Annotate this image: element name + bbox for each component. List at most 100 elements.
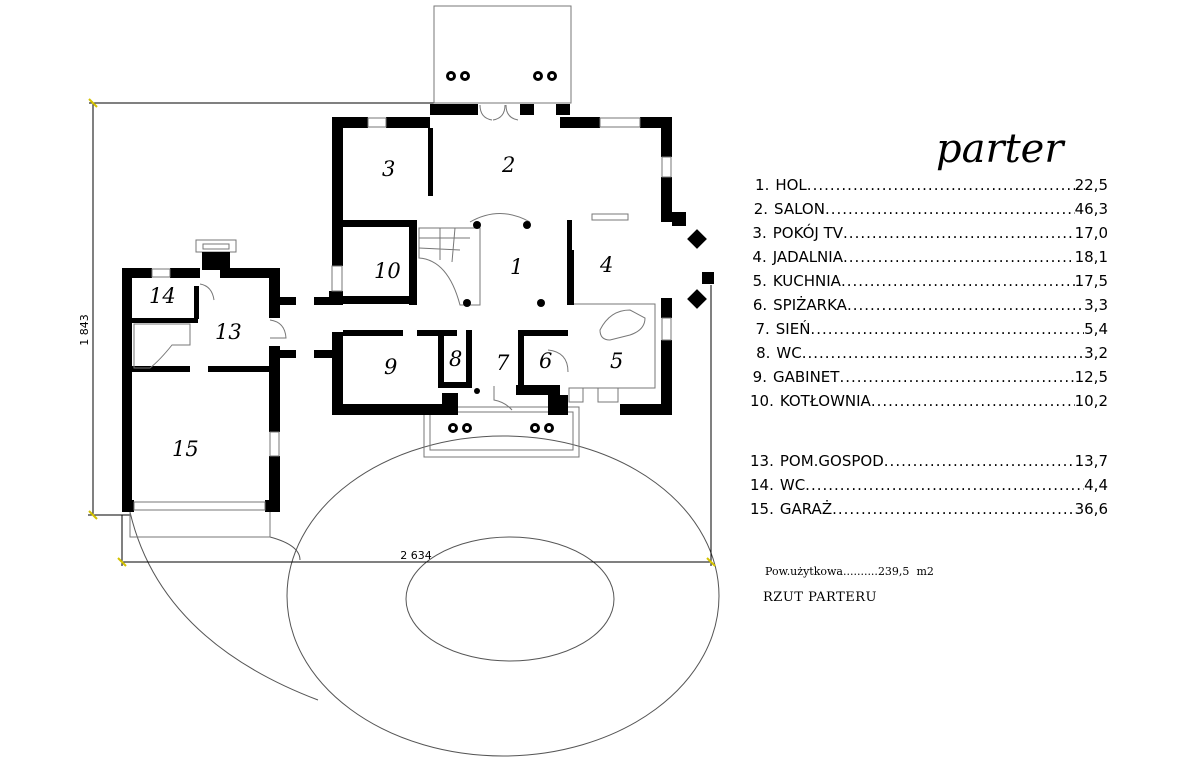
kitchen-counter bbox=[574, 303, 656, 389]
legend-room-area: 17,0 bbox=[1074, 224, 1108, 242]
room-legend: 1. HOL 22,5 2. SALON 46,3 3. POKÓJ TV 17,0 4. J… bbox=[750, 176, 1108, 524]
entrance-terrace bbox=[423, 406, 580, 458]
inner-driveway-ellipse bbox=[405, 536, 615, 662]
entrance-door bbox=[493, 386, 513, 411]
room-number-6: 6 bbox=[539, 349, 552, 373]
legend-room-area: 18,1 bbox=[1074, 248, 1108, 266]
legend-row: 13.POM.GOSPOD13,7 bbox=[750, 452, 1108, 476]
legend-leader-dots bbox=[810, 320, 1084, 338]
legend-room-name: SIEŃ bbox=[775, 320, 811, 338]
room-number-labels: 1 2 3 4 5 6 7 8 9 10 13 14 15 bbox=[149, 153, 623, 461]
legend-row: 7.SIEŃ5,4 bbox=[750, 320, 1108, 344]
window bbox=[661, 156, 672, 178]
window bbox=[661, 317, 672, 341]
hall-arch bbox=[469, 213, 531, 223]
legend-room-area: 13,7 bbox=[1074, 452, 1108, 470]
window bbox=[367, 117, 387, 128]
legend-row: 6. SPIŻARKA 3,3 bbox=[750, 296, 1108, 320]
room-number-13: 13 bbox=[215, 320, 242, 344]
legend-row: 10.KOTŁOWNIA10,2 bbox=[750, 392, 1108, 416]
driveway-left-curve bbox=[129, 511, 319, 701]
legend-row: 14.WC4,4 bbox=[750, 476, 1108, 500]
legend-leader-dots bbox=[825, 200, 1075, 218]
legend-number: 6. bbox=[752, 296, 768, 314]
usable-area: Pow.użytkowa..........239,5 m2 bbox=[765, 565, 934, 578]
legend-room-name: HOL bbox=[775, 176, 807, 194]
legend-row: 9.GABINET12,5 bbox=[750, 368, 1108, 392]
legend-number: 2. bbox=[753, 200, 769, 218]
usable-area-unit: m2 bbox=[916, 565, 934, 578]
entrance-terrace-inner bbox=[429, 411, 574, 451]
room-number-9: 9 bbox=[384, 355, 397, 379]
legend-leader-dots bbox=[843, 224, 1075, 242]
legend-room-name: POKÓJ TV bbox=[772, 224, 844, 242]
legend-leader-dots bbox=[839, 368, 1074, 386]
legend-row: 4. JADALNIA 18,1 bbox=[750, 248, 1108, 272]
window bbox=[599, 117, 641, 128]
legend-leader-dots bbox=[884, 452, 1075, 470]
room-number-2: 2 bbox=[501, 153, 515, 177]
plan-caption: RZUT PARTERU bbox=[763, 590, 877, 605]
room-number-7: 7 bbox=[496, 351, 510, 375]
usable-area-value: 239,5 bbox=[877, 565, 910, 578]
legend-room-area: 17,5 bbox=[1074, 272, 1108, 290]
legend-number: 1. bbox=[755, 176, 770, 194]
window bbox=[331, 265, 343, 292]
wing-staircase bbox=[133, 323, 191, 369]
chimney-cap-inner bbox=[202, 243, 230, 250]
walls bbox=[122, 104, 714, 512]
legend-number: 14. bbox=[750, 476, 774, 494]
room-number-3: 3 bbox=[382, 157, 395, 181]
room-number-8: 8 bbox=[449, 347, 462, 371]
legend-number: 4. bbox=[752, 248, 767, 266]
rear-terrace bbox=[433, 5, 572, 104]
garage-door-opening bbox=[133, 501, 266, 511]
terrace-door bbox=[479, 104, 519, 121]
legend-leader-dots bbox=[843, 248, 1075, 266]
room-number-5: 5 bbox=[610, 349, 623, 373]
legend-leader-dots bbox=[802, 344, 1084, 362]
corridor-door bbox=[269, 319, 287, 339]
legend-row: 15.GARAŻ36,6 bbox=[750, 500, 1108, 524]
legend-room-name: SALON bbox=[774, 200, 825, 218]
legend-number: 5. bbox=[752, 272, 767, 290]
legend-number: 3. bbox=[752, 224, 767, 242]
main-staircase bbox=[418, 227, 481, 306]
legend-number: 8. bbox=[756, 344, 771, 362]
usable-area-label: Pow.użytkowa.......... bbox=[765, 565, 878, 578]
driveway-curves bbox=[129, 435, 720, 757]
legend-row: 2. SALON 46,3 bbox=[750, 200, 1108, 224]
legend-room-area: 3,3 bbox=[1084, 296, 1108, 314]
legend-row: 5. KUCHNIA 17,5 bbox=[750, 272, 1108, 296]
legend-room-name: KUCHNIA bbox=[772, 272, 841, 290]
legend-room-name: JADALNIA bbox=[772, 248, 843, 266]
chimney-cap bbox=[195, 239, 237, 253]
terrace-planters bbox=[446, 71, 557, 433]
dimension-lines bbox=[88, 98, 716, 567]
legend-room-area: 3,2 bbox=[1084, 344, 1108, 362]
legend-room-name: SPIŻARKA bbox=[773, 296, 847, 314]
legend-room-area: 36,6 bbox=[1074, 500, 1108, 518]
window bbox=[269, 431, 280, 457]
legend-room-area: 22,5 bbox=[1074, 176, 1108, 194]
kitchen-sink bbox=[568, 387, 584, 403]
room-number-10: 10 bbox=[374, 259, 401, 283]
room-number-14: 14 bbox=[149, 284, 176, 308]
legend-number: 9. bbox=[752, 368, 767, 386]
fireplace bbox=[591, 213, 629, 221]
legend-room-name: WC bbox=[779, 476, 806, 494]
kitchen-stove bbox=[597, 387, 619, 403]
legend-room-area: 46,3 bbox=[1074, 200, 1108, 218]
legend-leader-dots bbox=[841, 272, 1075, 290]
pantry-door bbox=[547, 349, 569, 373]
legend-number: 7. bbox=[755, 320, 770, 338]
legend-room-name: WC bbox=[776, 344, 802, 362]
garage-apron-curve bbox=[130, 536, 301, 561]
floor-title: parter bbox=[936, 126, 1064, 172]
outer-driveway-ellipse bbox=[286, 435, 720, 757]
legend-row: 1. HOL 22,5 bbox=[750, 176, 1108, 200]
legend-room-area: 12,5 bbox=[1074, 368, 1108, 386]
room-number-1: 1 bbox=[510, 255, 523, 279]
